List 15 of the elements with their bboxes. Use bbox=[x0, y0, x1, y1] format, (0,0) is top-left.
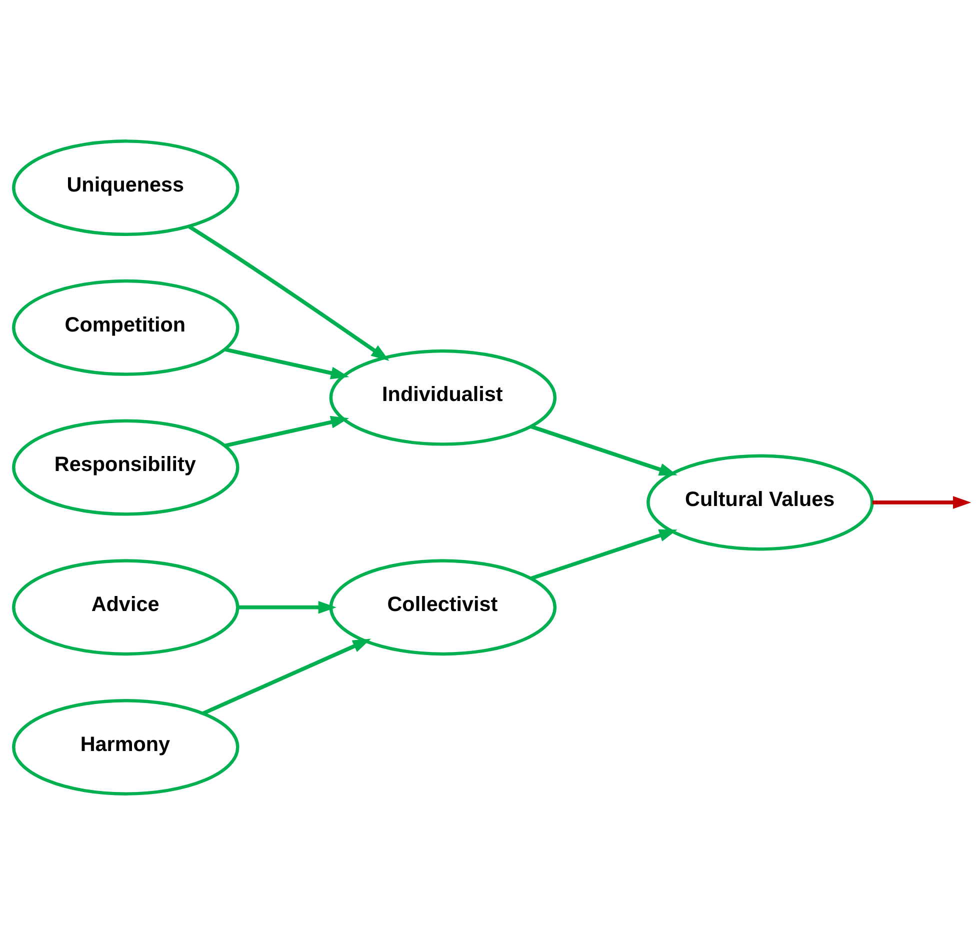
arrow bbox=[224, 347, 350, 379]
node-ellipse: Collectivist bbox=[329, 558, 557, 656]
node-ellipse: Responsibility bbox=[12, 418, 240, 516]
node-ellipse: Competition bbox=[12, 278, 240, 376]
arrow bbox=[530, 528, 678, 580]
arrow bbox=[238, 600, 336, 614]
node-ellipse: Advice bbox=[12, 558, 240, 656]
arrow bbox=[188, 224, 390, 360]
arrow bbox=[202, 638, 371, 715]
node-ellipse: Uniqueness bbox=[12, 139, 240, 236]
arrow bbox=[530, 424, 678, 476]
arrow bbox=[224, 415, 350, 448]
node-ellipse: Harmony bbox=[12, 698, 240, 795]
node-ellipse: Cultural Values bbox=[646, 454, 874, 550]
arrow bbox=[872, 496, 972, 508]
